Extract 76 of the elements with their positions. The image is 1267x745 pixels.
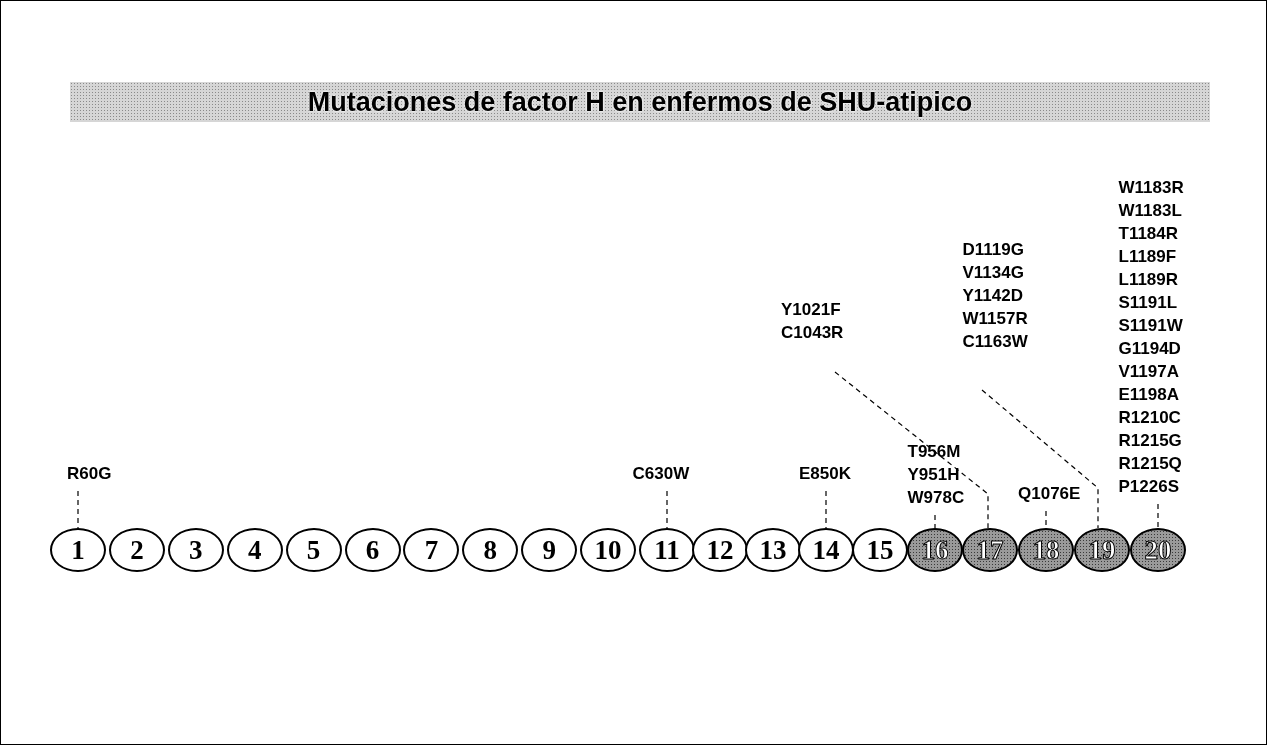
title: Mutaciones de factor H en enfermos de SHU-atipico bbox=[307, 86, 973, 118]
domain-number: 3 bbox=[189, 534, 203, 566]
mutation-label: Y1142D bbox=[962, 285, 1024, 307]
mutation-label: T1184R bbox=[1118, 223, 1180, 245]
mutation-label: E1198A bbox=[1118, 384, 1180, 406]
mutation-label: R1215G bbox=[1118, 430, 1183, 452]
domain-circle bbox=[462, 528, 519, 572]
domain-number: 20 bbox=[1144, 534, 1172, 566]
domain-circle bbox=[580, 528, 637, 572]
domain-number: 4 bbox=[247, 534, 262, 566]
mutation-label: W1157R bbox=[962, 308, 1028, 330]
leader-line bbox=[834, 371, 989, 529]
domain-number: 7 bbox=[424, 534, 439, 566]
mutation-label: G1194D bbox=[1118, 338, 1182, 360]
mutation-label: S1191W bbox=[1118, 315, 1184, 337]
mutation-label: C1163W bbox=[962, 331, 1028, 353]
domain-circle bbox=[639, 528, 695, 572]
domain-number: 18 bbox=[1032, 534, 1060, 566]
domain-circle bbox=[1130, 528, 1186, 572]
domain-number: 11 bbox=[654, 534, 680, 566]
mutation-label: Y951H bbox=[907, 464, 961, 486]
domain-circle bbox=[403, 528, 460, 572]
domain-circle bbox=[962, 528, 1018, 572]
domain-number: 9 bbox=[542, 534, 556, 566]
leader-line bbox=[666, 490, 668, 529]
mutation-label: L1189F bbox=[1118, 246, 1178, 268]
leader-line bbox=[981, 389, 1099, 529]
mutation-label: W1183L bbox=[1118, 200, 1183, 222]
domain-number: 8 bbox=[483, 534, 498, 566]
domain-number: 16 bbox=[921, 534, 949, 566]
mutation-label: R1210C bbox=[1118, 407, 1182, 429]
mutation-label: P1226S bbox=[1118, 476, 1180, 498]
mutation-label: T956M bbox=[907, 441, 962, 463]
leader-line bbox=[1157, 503, 1159, 529]
domain-circle bbox=[226, 528, 283, 572]
domain-number: 19 bbox=[1088, 534, 1116, 566]
domain-circle bbox=[108, 528, 165, 572]
domain-circle bbox=[1074, 528, 1130, 572]
domain-circle bbox=[50, 528, 106, 572]
mutation-label: Y1021F bbox=[781, 299, 842, 321]
domain-number: 6 bbox=[365, 534, 380, 566]
domain-circle bbox=[745, 528, 801, 572]
domain-circle bbox=[167, 528, 224, 572]
domain-circle bbox=[285, 528, 342, 572]
domain-number: 17 bbox=[976, 534, 1004, 566]
domain-number: 1 bbox=[71, 534, 85, 566]
domain-number: 12 bbox=[706, 534, 734, 566]
mutation-label: D1119G bbox=[962, 239, 1025, 261]
domain-circle bbox=[344, 528, 401, 572]
domain-circle bbox=[798, 528, 854, 572]
mutation-label: C630W bbox=[632, 463, 690, 485]
mutation-label: V1134G bbox=[962, 262, 1025, 284]
domain-number: 10 bbox=[594, 534, 622, 566]
leader-line bbox=[934, 514, 936, 529]
mutation-label: S1191L bbox=[1118, 292, 1179, 314]
mutation-label: Q1076E bbox=[1018, 483, 1081, 505]
domain-circle bbox=[692, 528, 748, 572]
domain-number: 13 bbox=[759, 534, 787, 566]
mutation-label: W978C bbox=[907, 487, 965, 509]
domain-circle bbox=[521, 528, 578, 572]
leader-line bbox=[77, 490, 79, 529]
mutation-label: V1197A bbox=[1118, 361, 1180, 383]
mutation-label: R60G bbox=[67, 463, 112, 485]
domain-number: 15 bbox=[866, 534, 894, 566]
domain-circle bbox=[852, 528, 908, 572]
mutation-label: L1189R bbox=[1118, 269, 1180, 291]
domain-number: 2 bbox=[130, 534, 144, 566]
mutation-label: C1043R bbox=[781, 322, 844, 344]
domain-number: 5 bbox=[306, 534, 321, 566]
domain-number: 14 bbox=[812, 534, 840, 566]
mutation-label: R1215Q bbox=[1118, 453, 1183, 475]
leader-line bbox=[825, 490, 827, 529]
domain-circle bbox=[1018, 528, 1074, 572]
domain-circle bbox=[907, 528, 963, 572]
mutation-label: W1183R bbox=[1118, 177, 1184, 199]
mutation-label: E850K bbox=[799, 463, 851, 485]
